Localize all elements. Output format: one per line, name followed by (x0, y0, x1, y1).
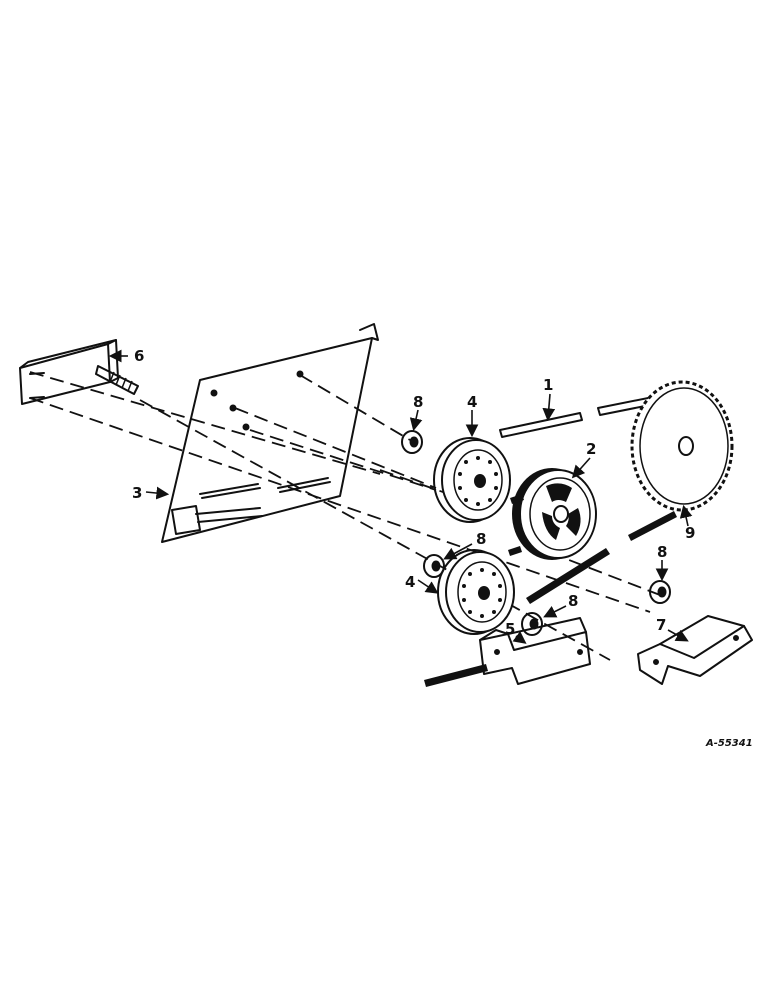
callout-1: 1 (543, 376, 553, 394)
bracket-with-studs (19, 339, 139, 405)
lower-bracket (479, 617, 591, 685)
callout-3: 3 (132, 484, 142, 502)
reference-number: A-55341 (705, 738, 753, 749)
callout-2: 2 (586, 440, 596, 458)
callout-5: 5 (505, 620, 515, 638)
callout-8-middle: 8 (476, 530, 486, 548)
callout-4-upper: 4 (467, 393, 477, 411)
callout-4-lower: 4 (405, 573, 415, 591)
large-sprocket-wheel (628, 380, 734, 541)
sprocket-pulley-lower (437, 549, 515, 635)
callout-8-upper: 8 (413, 393, 423, 411)
spacer-upper (401, 430, 423, 454)
callout-9: 9 (685, 524, 695, 542)
callout-7: 7 (656, 616, 666, 634)
callout-6: 6 (134, 347, 144, 365)
pulley-studs (508, 494, 524, 556)
lower-shaft (424, 548, 610, 687)
spacer-right (649, 580, 671, 604)
sprocket-pulley-upper (433, 437, 511, 523)
spoked-pulley (512, 468, 597, 560)
callout-8-right: 8 (657, 543, 667, 561)
callout-8-lower: 8 (568, 592, 578, 610)
mounting-plate (161, 323, 379, 543)
callout-leaders (108, 349, 693, 644)
spacer-middle (423, 554, 445, 578)
